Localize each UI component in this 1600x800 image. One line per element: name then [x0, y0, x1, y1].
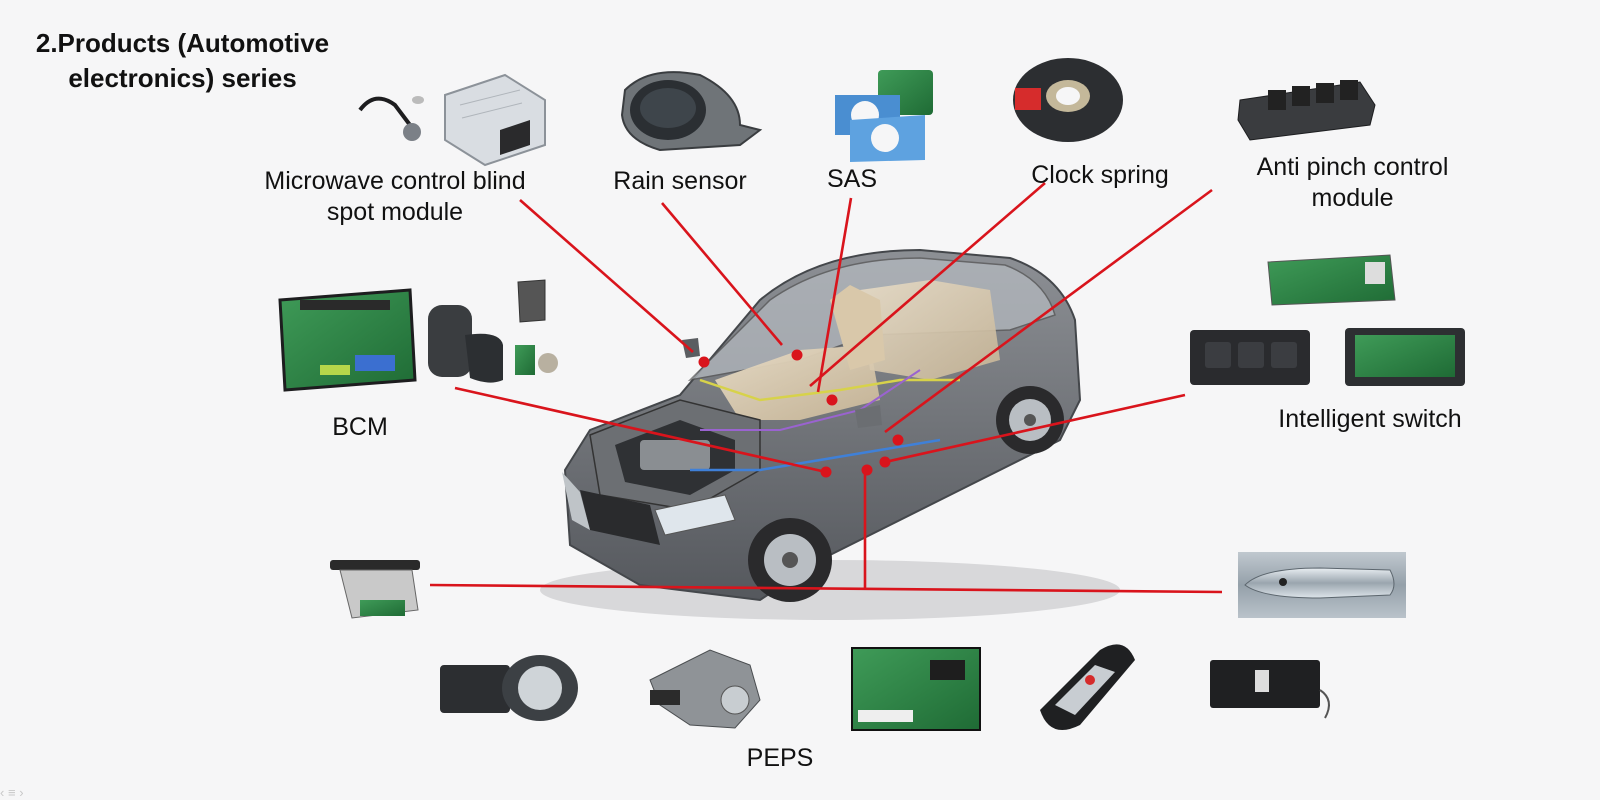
anti-pinch-module-icon: [1237, 80, 1376, 141]
leader-clock-spring: [809, 182, 1046, 387]
slide-nav-controls: ‹ ≡ ›: [0, 785, 24, 800]
peps-smart-key-icon: [1040, 644, 1135, 730]
label-anti-pinch-line1: Anti pinch control: [1256, 153, 1449, 181]
car-cutaway-icon: [540, 248, 1120, 620]
label-bcm: BCM: [332, 413, 388, 441]
notes-icon[interactable]: ≡: [7, 785, 16, 800]
leader-lines: [429, 182, 1223, 594]
bcm-board-icon: [278, 288, 417, 392]
leader-peps-horizontal: [429, 583, 1223, 594]
slide-title-line1: 2.Products (Automotive: [35, 28, 330, 58]
peps-start-button-icon: [440, 655, 578, 721]
label-intelligent-switch: Intelligent switch: [1278, 405, 1462, 433]
label-clock-spring: Clock spring: [1031, 161, 1169, 189]
label-anti-pinch-module: Anti pinch control module: [1235, 152, 1470, 214]
next-slide-icon[interactable]: ›: [19, 785, 24, 800]
label-blind-spot-line1: Microwave control blind: [264, 167, 526, 195]
leader-rain-sensor: [661, 202, 783, 346]
leader-sas: [816, 197, 853, 393]
leader-anti-pinch: [884, 188, 1213, 434]
blind-spot-sensor-icon: [358, 96, 424, 141]
door-handle-icon: [1238, 552, 1406, 618]
slide-title-line2: electronics) series: [68, 63, 297, 93]
slide-title: 2.Products (Automotive electronics) seri…: [10, 26, 355, 96]
peps-antenna-icon: [330, 560, 420, 619]
leader-intelligent-switch: [884, 393, 1186, 464]
intelligent-switch-board-icon: [1267, 254, 1396, 306]
peps-control-board-icon: [851, 647, 981, 731]
clock-spring-icon: [1013, 58, 1123, 142]
bcm-key-fob-icon: [428, 279, 558, 383]
leader-dots: [698, 349, 904, 478]
leader-blind-spot: [519, 199, 694, 353]
label-blind-spot-module: Microwave control blind spot module: [245, 166, 545, 228]
label-sas: SAS: [826, 165, 878, 193]
intelligent-switch-panel-icon: [1190, 330, 1310, 385]
label-peps: PEPS: [746, 744, 814, 772]
label-blind-spot-line2: spot module: [326, 198, 464, 226]
label-rain-sensor: Rain sensor: [613, 167, 747, 195]
blind-spot-module-icon: [444, 73, 546, 167]
peps-sensor-module-icon: [1210, 660, 1330, 719]
prev-slide-icon[interactable]: ‹: [0, 785, 5, 800]
leader-bcm: [454, 386, 827, 474]
rain-sensor-icon: [620, 71, 763, 152]
peps-steering-lock-icon: [649, 649, 761, 729]
label-anti-pinch-line2: module: [1311, 184, 1394, 212]
sas-sensor-icon: [835, 70, 933, 162]
intelligent-switch-module-icon: [1345, 328, 1465, 386]
